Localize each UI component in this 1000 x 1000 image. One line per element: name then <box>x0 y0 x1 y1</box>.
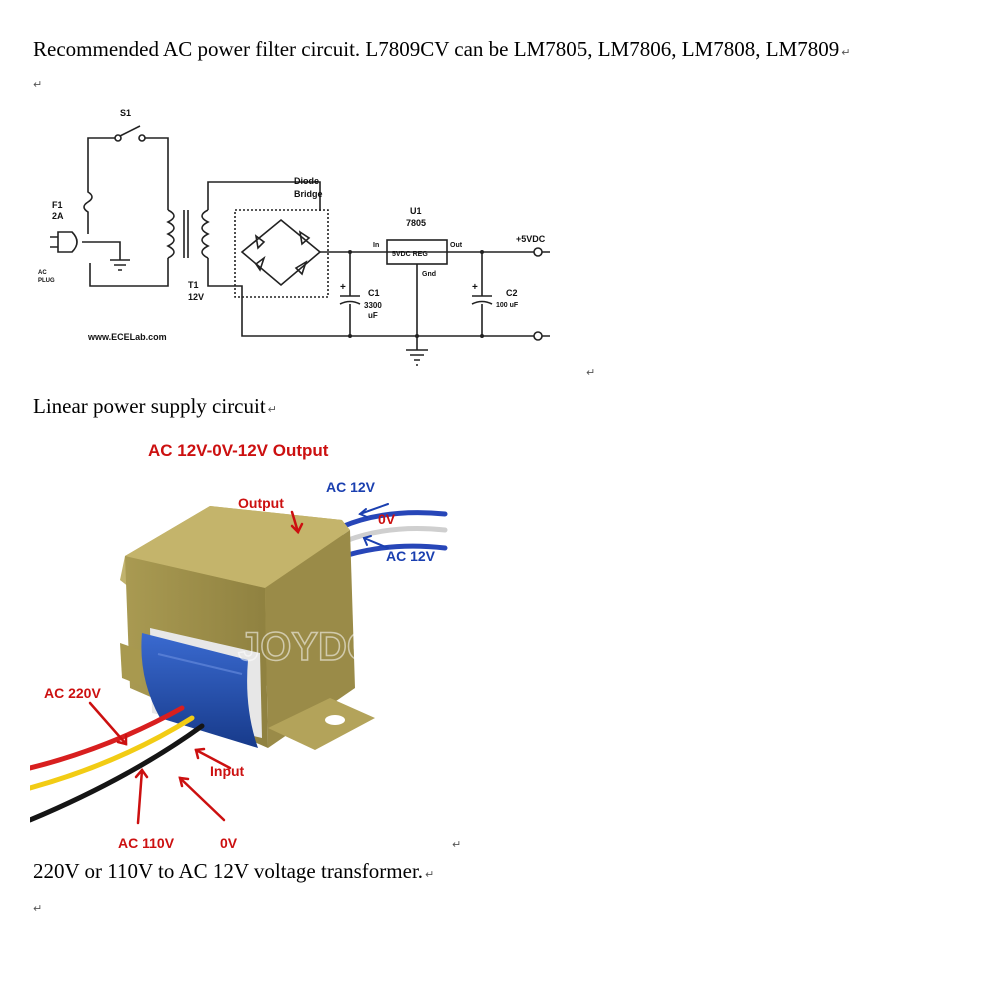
document-line-filter-circuit: Recommended AC power filter circuit. L78… <box>33 37 850 65</box>
c2-value-label: 100 uF <box>496 302 519 309</box>
ac220-label: AC 220V <box>44 685 101 701</box>
transformer-voltage-label: 12V <box>188 292 204 302</box>
regulator-part-label: 7805 <box>406 218 426 228</box>
line-text: Linear power supply circuit <box>33 394 266 418</box>
output-voltage-label: +5VDC <box>516 234 546 244</box>
c1-value-label: 3300 <box>364 301 382 310</box>
watermark-label: JOYDO <box>238 625 378 669</box>
plug-label: PLUG <box>38 278 55 284</box>
pin-out-label: Out <box>450 242 463 249</box>
fuse-label: F1 <box>52 200 63 210</box>
zero-bottom-label: 0V <box>220 835 238 851</box>
ac12-top-label: AC 12V <box>326 479 376 495</box>
zero-top-label: 0V <box>378 511 396 527</box>
fuse-rating-label: 2A <box>52 211 64 221</box>
power-filter-schematic: S1 F1 2A AC PLUG T1 12V Diode Bridge U1 … <box>38 108 550 366</box>
regulator-label: 5VDC REG <box>392 251 428 258</box>
c1-value-label: uF <box>368 311 378 320</box>
switch-label: S1 <box>120 108 131 118</box>
line-text: 220V or 110V to AC 12V voltage transform… <box>33 859 424 883</box>
transformer-photo: JOYDO AC 12V-0V-12V Output Output AC 12V… <box>30 441 448 851</box>
bridge-label: Diode <box>294 176 319 186</box>
regulator-ref-label: U1 <box>410 206 422 216</box>
return-mark-icon: ↵ <box>841 46 851 59</box>
return-mark-icon: ↵ <box>267 403 277 416</box>
website-label: www.ECELab.com <box>87 332 167 342</box>
line-text: Recommended AC power filter circuit. L78… <box>33 37 840 61</box>
return-mark-icon: ↵ <box>452 838 462 851</box>
c1-ref-label: C1 <box>368 288 380 298</box>
return-mark-icon: ↵ <box>586 366 596 379</box>
pin-gnd-label: Gnd <box>422 271 436 278</box>
transformer-label: T1 <box>188 280 199 290</box>
ac110-label: AC 110V <box>118 835 175 851</box>
ac12-bottom-label: AC 12V <box>386 548 436 564</box>
pin-in-label: In <box>373 242 379 249</box>
plug-label: AC <box>38 270 47 276</box>
document-line-linear-supply: Linear power supply circuit↵ <box>33 394 277 422</box>
output-label: Output <box>238 495 284 511</box>
photo-title: AC 12V-0V-12V Output <box>148 441 329 460</box>
c2-plus-label: + <box>472 282 478 293</box>
bridge-label: Bridge <box>294 189 323 199</box>
return-mark-icon: ↵ <box>425 868 435 881</box>
input-label: Input <box>210 763 245 779</box>
c2-ref-label: C2 <box>506 288 518 298</box>
document-line-transformer: 220V or 110V to AC 12V voltage transform… <box>33 859 434 887</box>
return-mark-icon: ↵ <box>33 902 43 915</box>
return-mark-icon: ↵ <box>33 78 43 91</box>
c1-plus-label: + <box>340 282 346 293</box>
